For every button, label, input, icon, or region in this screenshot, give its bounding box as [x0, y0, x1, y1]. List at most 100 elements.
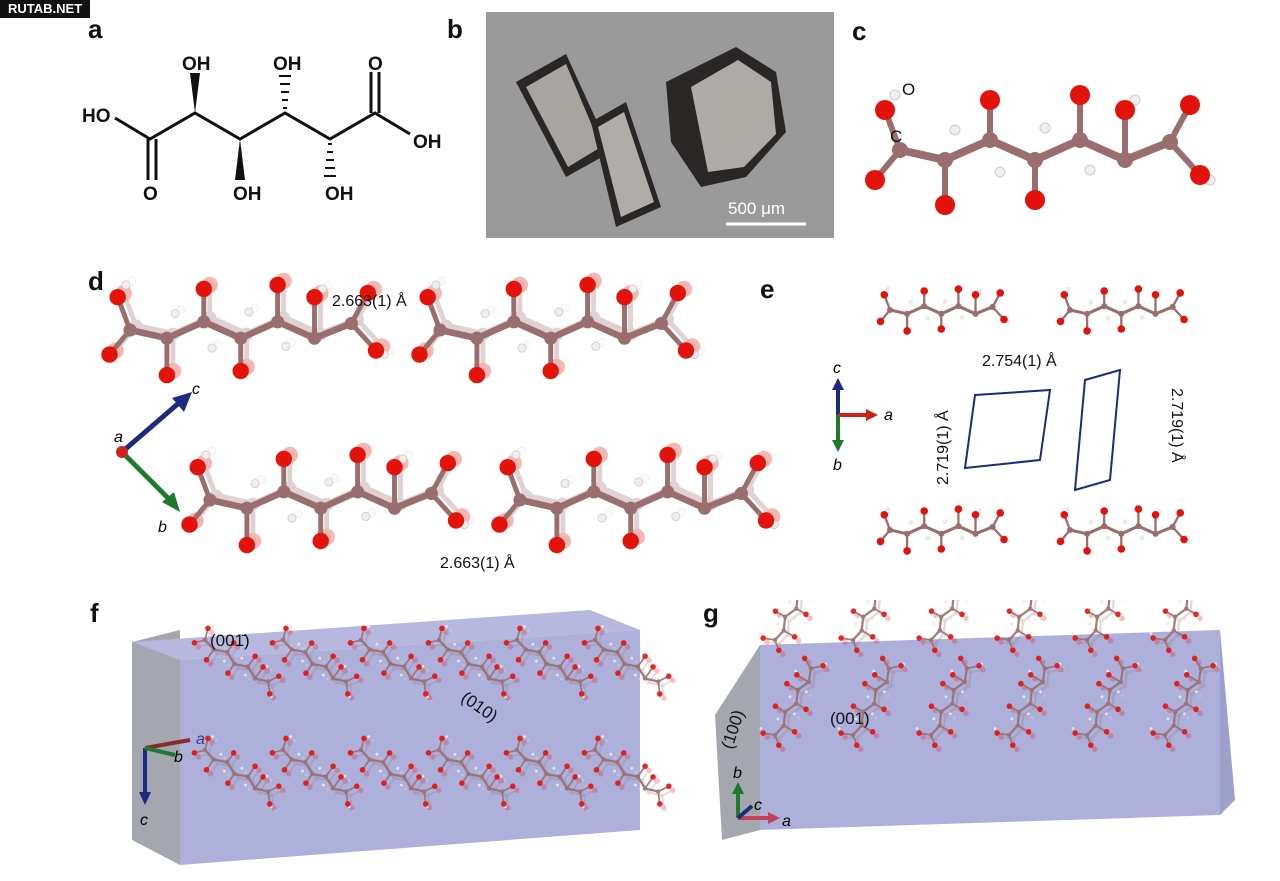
- carbon-atom: [772, 732, 778, 738]
- oxygen-atom: [869, 728, 876, 735]
- group-ho: HO: [82, 106, 111, 127]
- carbon-atom: [269, 793, 275, 798]
- carbon-atom: [955, 523, 962, 530]
- oxygen-atom: [876, 537, 885, 546]
- carbon-atom: [873, 687, 879, 693]
- oxygen-atom: [363, 661, 370, 667]
- oxygen-atom: [935, 651, 942, 658]
- oxygen-atom: [1035, 655, 1042, 662]
- oxygen-atom: [256, 657, 262, 664]
- oxygen-atom: [546, 644, 553, 650]
- oxygen-atom: [1180, 95, 1200, 115]
- carbon-atom: [445, 647, 450, 652]
- carbon-atom: [734, 486, 748, 500]
- carbon-atom: [850, 637, 856, 643]
- oxygen-atom: [803, 706, 809, 713]
- oxygen-atom: [494, 664, 500, 670]
- group-o: O: [368, 54, 383, 75]
- oxygen-atom: [928, 703, 935, 709]
- oxygen-atom: [537, 670, 543, 676]
- oxygen-atom: [385, 674, 391, 680]
- oxygen-atom: [951, 637, 958, 644]
- carbon-atom: [523, 757, 528, 762]
- oxygen-atom: [764, 734, 771, 740]
- oxygen-atom: [361, 735, 367, 742]
- oxygen-atom: [486, 653, 492, 660]
- oxygen-atom: [207, 661, 214, 667]
- oxygen-atom: [963, 710, 969, 717]
- carbon-atom: [330, 786, 336, 791]
- oxygen-atom: [1091, 651, 1098, 658]
- carbon-atom: [626, 775, 631, 781]
- carbon-atom: [921, 303, 928, 310]
- oxygen-atom: [338, 664, 344, 670]
- oxygen-atom: [1185, 732, 1192, 739]
- oxygen-atom: [515, 767, 522, 773]
- carbon-atom: [794, 701, 799, 706]
- oxygen-atom: [490, 767, 496, 774]
- oxygen-atom: [872, 672, 878, 678]
- carbon-atom: [1029, 687, 1035, 693]
- carbon-atom: [256, 790, 262, 795]
- oxygen-atom: [412, 767, 418, 774]
- carbon-atom: [1162, 134, 1178, 150]
- carbon-atom: [550, 501, 564, 515]
- oxygen-atom: [283, 625, 289, 632]
- oxygen-atom: [920, 734, 927, 740]
- molecule: [876, 285, 1010, 335]
- oxygen-atom: [568, 657, 574, 664]
- oxygen-atom: [615, 780, 621, 786]
- oxygen-atom: [801, 655, 808, 662]
- carbon-atom: [781, 628, 786, 633]
- carbon-atom: [1088, 641, 1094, 647]
- oxygen-atom: [564, 763, 570, 770]
- carbon-atom: [1166, 641, 1172, 647]
- molecule: [759, 655, 828, 749]
- oxygen-atom: [1103, 728, 1110, 735]
- carbon-atom: [808, 666, 814, 671]
- carbon-atom: [655, 679, 661, 684]
- carbon-atom: [401, 774, 407, 779]
- carbon-atom: [1118, 679, 1124, 685]
- carbon-atom: [937, 723, 942, 728]
- oxygen-atom: [1000, 315, 1008, 324]
- oxygen-atom: [269, 750, 276, 756]
- carbon-atom: [466, 661, 471, 667]
- carbon-atom: [1169, 523, 1176, 530]
- oxygen-atom: [869, 633, 876, 640]
- oxygen-atom: [464, 640, 471, 646]
- oxygen-atom: [229, 674, 235, 680]
- carbon-atom: [1124, 670, 1130, 675]
- oxygen-atom: [505, 280, 522, 298]
- axis-label-a: a: [114, 429, 123, 446]
- carbon-atom: [197, 315, 211, 329]
- carbon-atom: [642, 786, 648, 791]
- molecule: [581, 625, 672, 699]
- molecule: [491, 446, 779, 554]
- oxygen-atom: [838, 635, 845, 641]
- oxygen-atom: [1025, 190, 1045, 210]
- oxygen-atom: [619, 674, 625, 680]
- oxygen-atom: [994, 730, 1001, 736]
- carbon-atom: [293, 761, 298, 766]
- carbon-atom: [955, 600, 961, 602]
- oxygen-atom: [411, 346, 428, 363]
- oxygen-atom: [437, 657, 444, 663]
- carbon-atom: [951, 687, 957, 693]
- oxygen-atom: [1184, 672, 1190, 678]
- oxygen-atom: [275, 673, 282, 680]
- oxygen-atom: [342, 668, 348, 674]
- oxygen-atom: [273, 754, 280, 760]
- carbon-atom: [1084, 310, 1091, 317]
- oxygen-atom: [422, 801, 429, 807]
- hbond-distance: 2.719(1) Å: [1168, 388, 1187, 463]
- oxygen-atom: [903, 327, 911, 335]
- oxygen-atom: [264, 668, 270, 674]
- molecule: [837, 600, 887, 654]
- carbon-atom: [966, 683, 972, 689]
- oxygen-atom: [500, 801, 507, 807]
- carbon-atom: [1111, 600, 1117, 602]
- carbon-atom: [1101, 523, 1108, 530]
- oxygen-atom: [1181, 633, 1188, 640]
- carbon-atom: [1184, 606, 1189, 611]
